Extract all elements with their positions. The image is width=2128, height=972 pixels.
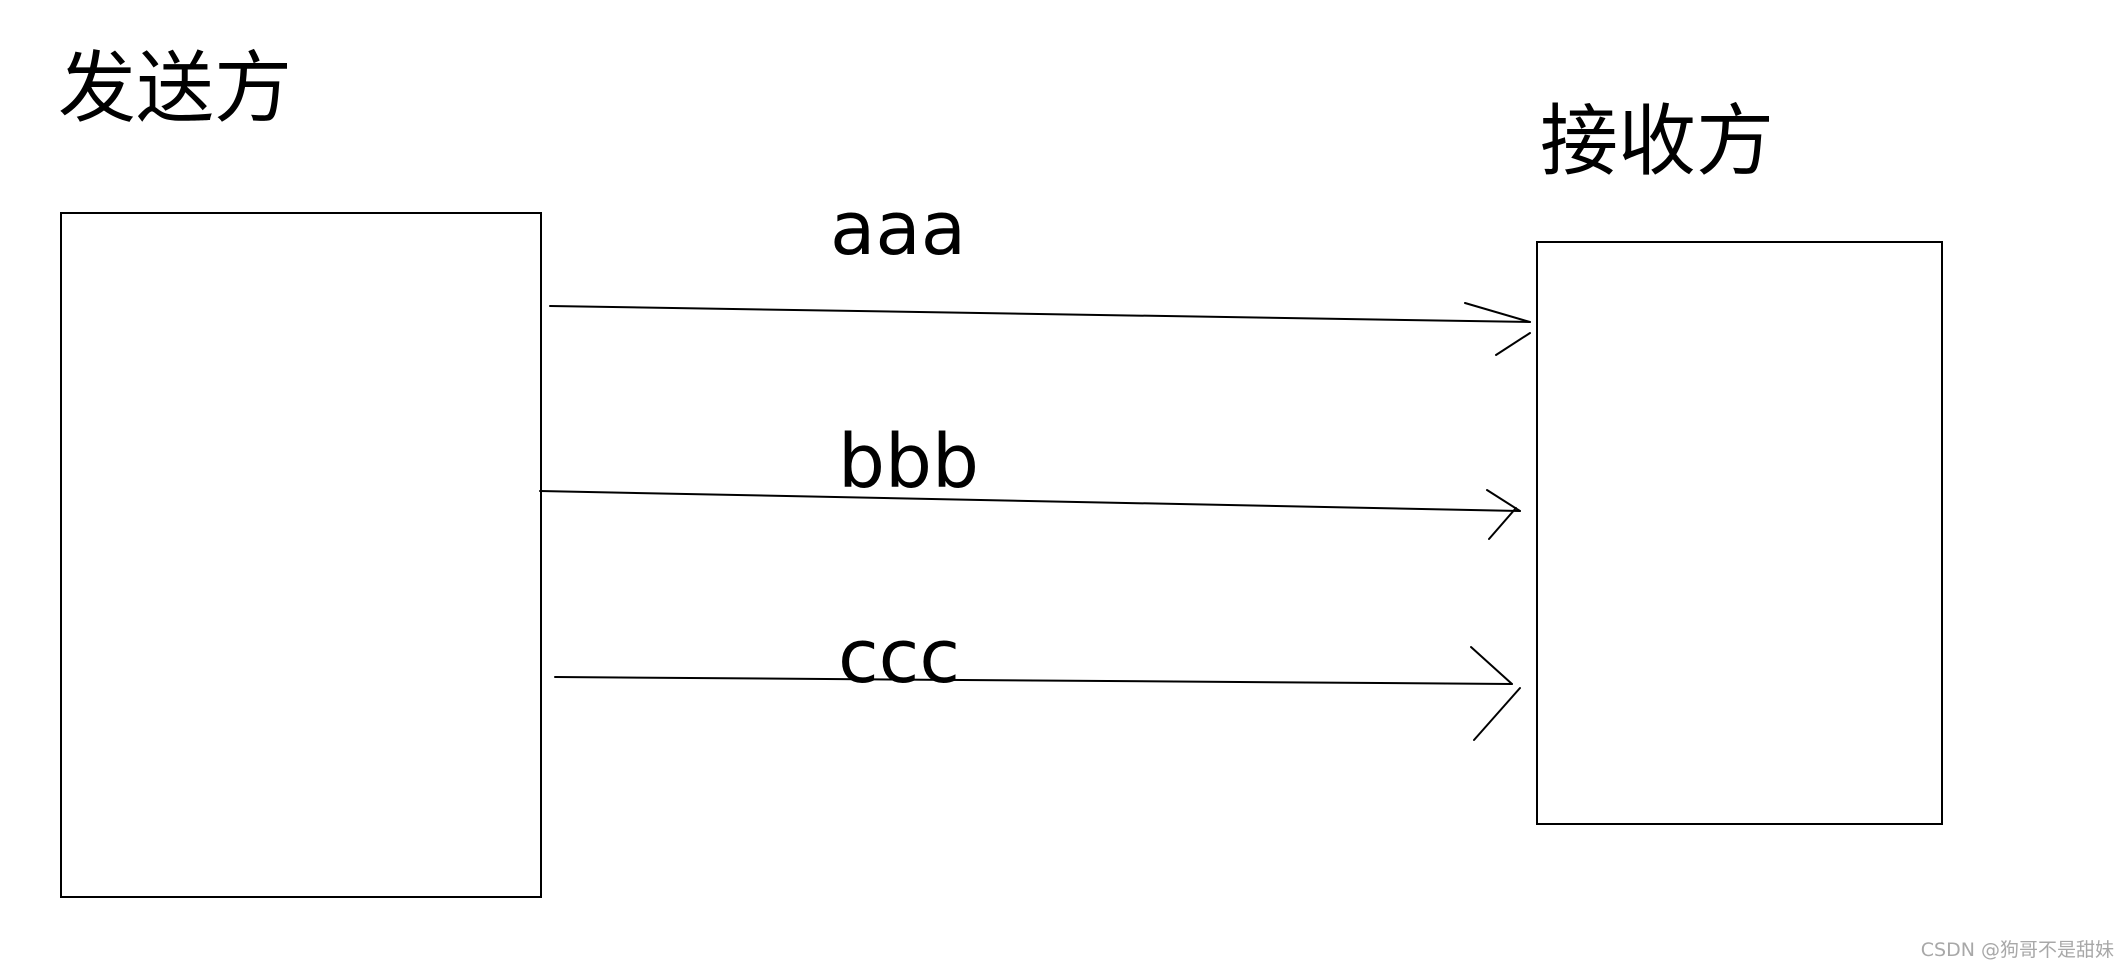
arrow-aaa [549, 302, 1531, 356]
arrow-ccc-shaft [554, 676, 1513, 685]
arrow-ccc-head-lower [1473, 687, 1521, 741]
arrow-bbb-shaft [539, 490, 1521, 512]
arrow-ccc [554, 646, 1521, 741]
arrow-aaa-shaft [549, 305, 1531, 323]
sender-title: 发送方 [58, 44, 293, 134]
message-label-aaa: aaa [830, 186, 967, 272]
arrow-aaa-head-upper [1464, 302, 1531, 323]
arrow-bbb-head-lower [1488, 507, 1517, 540]
message-label-bbb: bbb [838, 419, 979, 505]
arrow-bbb [539, 489, 1521, 540]
sender-box [60, 212, 542, 898]
receiver-box [1536, 241, 1943, 825]
receiver-title: 接收方 [1540, 97, 1775, 187]
arrow-bbb-head-upper [1486, 489, 1521, 512]
arrow-ccc-head-upper [1470, 646, 1513, 685]
message-label-ccc: ccc [838, 614, 961, 700]
arrow-aaa-head-lower [1495, 332, 1531, 356]
watermark: CSDN @狗哥不是甜妹 [1920, 939, 2114, 961]
